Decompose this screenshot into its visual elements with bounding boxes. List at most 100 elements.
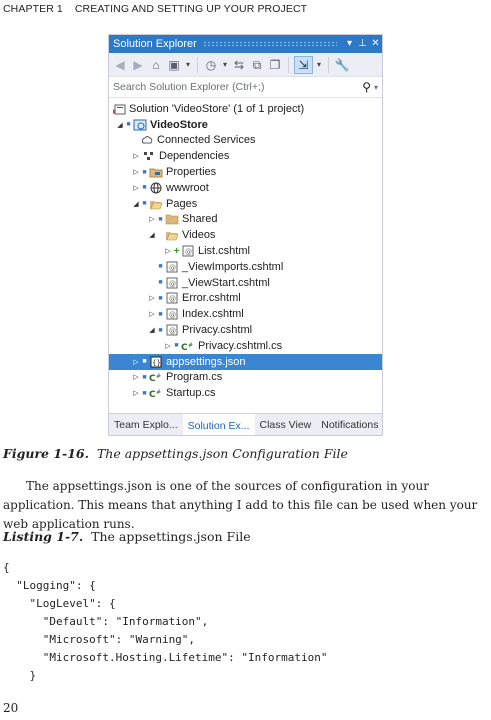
tree-item-solution[interactable]: Solution 'VideoStore' (1 of 1 project) xyxy=(109,101,382,117)
collapsed-arrow-icon[interactable]: ▷ xyxy=(133,169,139,177)
solution-icon xyxy=(112,103,126,115)
razor-file-icon: @ xyxy=(165,292,179,304)
chapter-label: CHAPTER 1 xyxy=(3,3,63,15)
toolbar-divider xyxy=(328,56,329,73)
home-icon[interactable]: ⌂ xyxy=(152,57,160,72)
collapsed-arrow-icon[interactable]: ▷ xyxy=(149,311,155,319)
tree-item-shared[interactable]: ▷ ■ Shared xyxy=(109,212,382,228)
tree-item-label: appsettings.json xyxy=(166,355,246,368)
solution-explorer-titlebar: Solution Explorer ▾ ⊥ ✕ xyxy=(109,35,382,53)
collapsed-arrow-icon[interactable]: ▷ xyxy=(133,390,139,398)
source-control-lock-icon: ■ xyxy=(158,263,163,271)
csharp-file-icon: C# xyxy=(181,340,195,352)
collapse-all-icon[interactable]: ⧉ xyxy=(252,57,262,72)
tree-item-privacy-cshtml[interactable]: ◢ ■ @ Privacy.cshtml xyxy=(109,322,382,338)
svg-text:#: # xyxy=(156,373,161,380)
tree-item-label: Properties xyxy=(166,166,217,179)
tree-item-pages[interactable]: ◢ ■ Pages xyxy=(109,196,382,212)
search-solution-explorer-input[interactable]: Search Solution Explorer (Ctrl+;) ⚲ ▾ xyxy=(109,77,382,98)
close-icon[interactable]: ✕ xyxy=(371,38,380,49)
expanded-arrow-icon[interactable]: ◢ xyxy=(133,200,139,208)
tree-item-label: Solution 'VideoStore' (1 of 1 project) xyxy=(129,102,305,115)
source-control-lock-icon: ■ xyxy=(142,389,147,397)
properties-wrench-icon[interactable]: 🔧 xyxy=(334,57,350,72)
expanded-arrow-icon[interactable]: ◢ xyxy=(117,121,123,129)
tree-item-viewimports[interactable]: ■ @ _ViewImports.cshtml xyxy=(109,259,382,275)
tree-item-privacy-cshtml-cs[interactable]: ▷ ■ C# Privacy.cshtml.cs xyxy=(109,338,382,354)
tree-item-label: Videos xyxy=(182,229,216,242)
collapsed-arrow-icon[interactable]: ▷ xyxy=(133,153,139,161)
collapsed-arrow-icon[interactable]: ▷ xyxy=(133,374,139,382)
dependencies-icon xyxy=(142,150,156,162)
tab-notifications[interactable]: Notifications xyxy=(321,418,379,431)
listing-number: Listing 1-7. xyxy=(3,529,84,544)
preview-selected-items-icon[interactable]: ⇲ xyxy=(294,55,313,74)
tree-item-list-cshtml[interactable]: ▷ + @ List.cshtml xyxy=(109,243,382,259)
source-control-lock-icon: ■ xyxy=(142,358,147,366)
filter-dropdown-icon[interactable]: ▾ xyxy=(222,59,227,69)
tree-item-wwwroot[interactable]: ▷ ■ wwwroot xyxy=(109,180,382,196)
tab-solution-explorer[interactable]: Solution Ex... xyxy=(182,414,255,435)
switch-views-dropdown-icon[interactable]: ▾ xyxy=(185,59,190,69)
show-all-files-icon[interactable]: ❐ xyxy=(269,57,281,72)
source-control-lock-icon: ■ xyxy=(158,326,163,334)
collapsed-arrow-icon[interactable]: ▷ xyxy=(149,295,155,303)
tree-item-startup-cs[interactable]: ▷ ■ C# Startup.cs xyxy=(109,385,382,401)
razor-file-icon: @ xyxy=(165,277,179,289)
tree-item-label: List.cshtml xyxy=(198,245,250,258)
tree-item-label: Privacy.cshtml.cs xyxy=(198,339,283,352)
tree-item-dependencies[interactable]: ▷ Dependencies xyxy=(109,148,382,164)
source-control-lock-icon: ■ xyxy=(158,215,163,223)
source-control-lock-icon: ■ xyxy=(174,342,179,350)
drag-grip[interactable] xyxy=(202,41,337,47)
tree-item-index-cshtml[interactable]: ▷ ■ @ Index.cshtml xyxy=(109,306,382,322)
tree-item-error-cshtml[interactable]: ▷ ■ @ Error.cshtml xyxy=(109,291,382,307)
switch-views-icon[interactable]: ▣ xyxy=(168,57,180,72)
window-position-dropdown-icon[interactable]: ▾ xyxy=(346,38,353,49)
svg-text:C: C xyxy=(149,374,156,383)
tree-item-program-cs[interactable]: ▷ ■ C# Program.cs xyxy=(109,370,382,386)
toolbar-divider xyxy=(288,56,289,73)
back-icon[interactable]: ◀ xyxy=(115,57,125,72)
pending-changes-filter-icon[interactable]: ◷ xyxy=(205,57,217,72)
csharp-file-icon: C# xyxy=(149,387,163,399)
listing-caption: Listing 1-7. The appsettings.json File xyxy=(3,529,251,544)
razor-file-icon: @ xyxy=(165,324,179,336)
collapsed-arrow-icon[interactable]: ▷ xyxy=(133,184,139,192)
pin-icon[interactable]: ⊥ xyxy=(358,38,367,49)
tree-item-label: Dependencies xyxy=(159,150,230,163)
preview-dropdown-icon[interactable]: ▾ xyxy=(316,59,321,69)
figure-number: Figure 1-16. xyxy=(3,446,89,461)
tree-item-label: Startup.cs xyxy=(166,387,216,400)
svg-text:@: @ xyxy=(169,327,176,335)
tree-item-label: _ViewStart.cshtml xyxy=(182,276,270,289)
search-icon[interactable]: ⚲ xyxy=(362,80,371,94)
tree-item-project[interactable]: ◢ ■ VideoStore xyxy=(109,117,382,133)
collapsed-arrow-icon[interactable]: ▷ xyxy=(165,342,171,350)
tab-team-explorer[interactable]: Team Explo... xyxy=(114,418,178,431)
page-number: 20 xyxy=(3,701,19,715)
expanded-arrow-icon[interactable]: ◢ xyxy=(149,327,155,335)
forward-icon[interactable]: ▶ xyxy=(133,57,143,72)
svg-text:C: C xyxy=(149,390,156,399)
sync-icon[interactable]: ⇆ xyxy=(233,57,245,72)
search-placeholder: Search Solution Explorer (Ctrl+;) xyxy=(113,81,265,93)
collapsed-arrow-icon[interactable]: ▷ xyxy=(165,248,171,256)
code-line: } xyxy=(3,669,37,682)
tab-class-view[interactable]: Class View xyxy=(259,418,312,431)
razor-file-icon: @ xyxy=(165,261,179,273)
tree-item-viewstart[interactable]: ■ @ _ViewStart.cshtml xyxy=(109,275,382,291)
search-options-dropdown-icon[interactable]: ▾ xyxy=(373,82,378,92)
collapsed-arrow-icon[interactable]: ▷ xyxy=(133,358,139,366)
razor-file-icon: @ xyxy=(165,308,179,320)
tree-item-videos[interactable]: ◢ Videos xyxy=(109,227,382,243)
source-control-lock-icon: ■ xyxy=(142,168,147,176)
expanded-arrow-icon[interactable]: ◢ xyxy=(149,232,155,240)
tree-item-properties[interactable]: ▷ ■ Properties xyxy=(109,164,382,180)
source-control-lock-icon: ■ xyxy=(158,294,163,302)
collapsed-arrow-icon[interactable]: ▷ xyxy=(149,216,155,224)
tree-item-connected-services[interactable]: Connected Services xyxy=(109,133,382,149)
tree-item-appsettings-json[interactable]: ▷ ■ {} appsettings.json xyxy=(109,353,382,370)
tree-item-label: wwwroot xyxy=(166,181,209,194)
